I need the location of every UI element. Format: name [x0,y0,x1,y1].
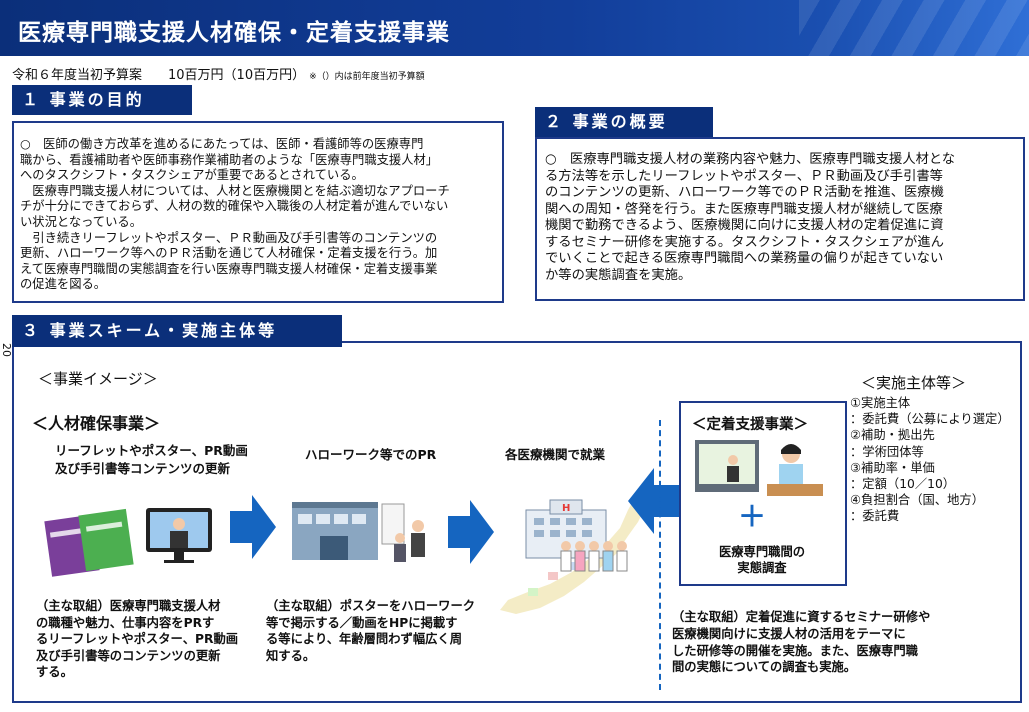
section2-line: のコンテンツの更新、ハローワーク等でのＰＲ活動を推進、医療機 [545,185,944,200]
section1-box [12,121,504,303]
jisshi-line: ④負担割合（国、地方） [850,493,984,508]
leaflet-icon [44,508,134,577]
section1-line: 職から、看護補助者や医師事務作業補助者のような「医療専門職支援人材」 [20,152,439,167]
section2-box [535,137,1025,301]
section1-line: の促進を図る。 [20,277,107,292]
survey-line: 実態調査 [737,561,787,575]
teichaku-desc-line: （主な取組）定着促進に資するセミナー研修や [672,610,931,624]
survey-label: 医療専門職間の 実態調査 [712,544,812,576]
scheme-divider [659,420,661,690]
jisshi-line: ：委託費（公募により選定） [850,412,1010,427]
page-title: 医療専門職支援人材確保・定着支援事業 [18,20,450,46]
budget-note: ※（）内は前年度当初予算額 [309,72,425,82]
col1-desc-line: （主な取組）医療専門職支援人材 [36,599,221,613]
section2-line: でいくことで起きる医療専門職間への業務量の偏りが起きていない [545,251,944,266]
teichaku-desc-line: した研修等の開催を実施。また、医療専門職 [672,643,918,658]
staff-group-icon [560,541,628,572]
col2-desc-line: 知する。 [266,648,316,663]
col2-desc-line: 等で掲示する／動画をHPに掲載す [266,615,458,630]
section1-line: 医療専門職支援人材については、人材と医療機関とを結ぶ適切なアプローチ [20,183,450,198]
hellowork-illustration [292,502,425,562]
section1-heading: １ 事業の目的 [12,85,192,115]
jinzai-title: ＜人材確保事業＞ [32,414,161,433]
jisshi-line: ①実施主体 [850,396,911,410]
section1-line: えて医療専門職間の実態調査を行い医療専門職支援人材確保・定着支援事業 [20,261,438,276]
jisshi-list: ①実施主体 ：委託費（公募により選定） ②補助・拠出先 ：学術団体等 ③補助率・… [850,395,1010,525]
section1-body: ○ 医師の働き方改革を進めるにあたっては、医師・看護師等の医療専門 職から、看護… [20,137,500,293]
col2-desc: （主な取組）ポスターをハローワーク 等で掲示する／動画をHPに掲載す る等により… [266,598,475,664]
teichaku-title: ＜定着支援事業＞ [692,417,808,433]
col1-desc: （主な取組）医療専門職支援人材 の職種や魅力、仕事内容をPRす るリーフレットや… [36,598,238,681]
plus-icon: ＋ [738,500,767,533]
teichaku-desc: （主な取組）定着促進に資するセミナー研修や 医療機関向けに支援人材の活用をテーマ… [672,609,930,676]
col3-title: 各医療機関で就業 [505,447,606,462]
section2-line: る方法等を示したリーフレットやポスター、ＰＲ動画及び手引書等 [545,168,943,184]
section2-line: ○ 医療専門職支援人材の業務内容や魅力、医療専門職支援人材とな [545,152,956,167]
col2-desc-line: （主な取組）ポスターをハローワーク [266,599,476,613]
seminar-illustration [695,440,823,496]
section2-line: か等の実態調査を実施。 [545,267,692,283]
section1-line: 引き続きリーフレットやポスター、ＰＲ動画及び手引書等のコンテンツの [20,230,438,245]
section1-line: へのタスクシフト・タスクシェアが重要であるとされている。 [20,168,364,183]
col1-desc-line: の職種や魅力、仕事内容をPRす [36,615,215,630]
arrow-left-icon [628,468,680,534]
image-label: ＜事業イメージ＞ [38,370,158,388]
jisshi-title: ＜実施主体等＞ [861,374,967,392]
col1-desc-line: 及び手引書等のコンテンツの更新 [36,648,221,663]
poster-board-icon [381,503,425,562]
section2-body: ○ 医療専門職支援人材の業務内容や魅力、医療専門職支援人材とな る方法等を示した… [545,152,1023,284]
section1-line: 更新、ハローワーク等へのＰＲ活動を通じて人材確保・定着支援を行う。加 [20,246,438,261]
teichaku-desc-line: 間の実態についての調査も実施。 [672,660,857,675]
building-icon [292,502,378,560]
col1-desc-line: する。 [36,665,73,679]
jisshi-line: ：学術団体等 [850,444,924,459]
monitor-icon [146,508,212,563]
student-icon [767,444,823,496]
svg-text:H: H [562,503,570,514]
section3-heading: ３ 事業スキーム・実施主体等 [12,315,342,347]
section1-line: チが十分にできておらず、人材の数的確保や入職後の人材定着が進んでいない [20,199,449,214]
budget-line: 令和６年度当初予算案 10百万円（10百万円）※（）内は前年度当初予算額 [12,64,425,83]
section2-line: するセミナー研修を実施する。タスクシフト・タスクシェアが進ん [545,234,944,250]
col1-title-line: 及び手引書等コンテンツの更新 [55,461,231,476]
col2-desc-line: る等により、年齢層問わず幅広く周 [266,632,463,646]
section2-line: 機関で勤務できるよう、医療機関に向けに支援人材の定着促進に資 [545,218,944,233]
col1-desc-line: るリーフレットやポスター、PR動画 [36,632,239,646]
page-number: 20 [0,343,13,357]
section2-heading: ２ 事業の概要 [535,107,713,137]
section1-line: ○ 医師の働き方改革を進めるにあたっては、医師・看護師等の医療専門 [20,137,424,151]
jisshi-line: ：定額（10／10） [850,477,956,492]
title-decoration [799,0,1029,56]
arrow-right-icon [230,495,276,559]
leaflet-monitor-illustration [44,508,212,577]
col1-title-line: リーフレットやポスター、PR動画 [55,443,248,458]
section2-line: 関への周知・啓発を行う。また医療専門職支援人材が継続して医療 [545,201,943,217]
jisshi-line: ②補助・拠出先 [850,428,935,443]
col1-title: リーフレットやポスター、PR動画 及び手引書等コンテンツの更新 [55,442,248,478]
section1-line: い状況となっている。 [20,214,142,229]
col2-title: ハローワーク等でのPR [305,447,437,462]
title-bar [0,0,1029,56]
jisshi-line: ：委託費 [850,509,900,524]
teacher-screen-icon [695,440,759,492]
arrow-right-icon [448,500,494,564]
teichaku-desc-line: 医療機関向けに支援人材の活用をテーマに [672,626,906,641]
survey-line: 医療専門職間の [718,545,806,559]
jisshi-line: ③補助率・単価 [850,460,935,475]
budget-text: 令和６年度当初予算案 10百万円（10百万円） [12,68,306,83]
hospital-map-illustration: H [500,492,646,614]
